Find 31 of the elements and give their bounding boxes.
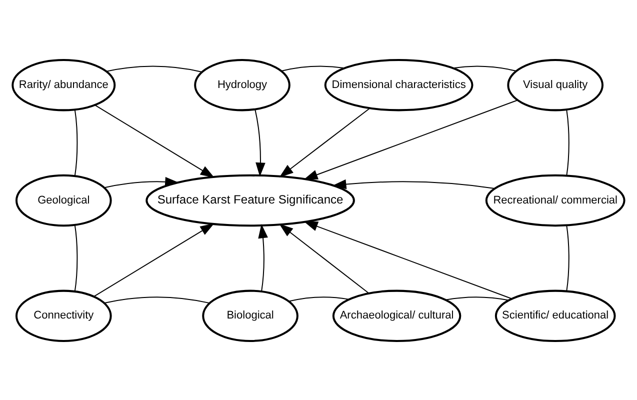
node-ellipse: Geological: [15, 174, 112, 226]
connector: [566, 224, 570, 291]
arrow: [94, 222, 214, 296]
connector: [288, 296, 349, 302]
connector: [566, 109, 570, 176]
arrow: [94, 104, 214, 178]
node-ellipse: Connectivity: [15, 289, 112, 342]
arrow: [304, 220, 512, 299]
connector: [446, 296, 509, 300]
connector: [452, 65, 516, 71]
node-ellipse: Rarity/ abundance: [12, 58, 116, 111]
connector: [74, 224, 78, 291]
node-ellipse: Visual quality: [507, 58, 604, 111]
connector: [106, 65, 202, 72]
arrow: [279, 223, 370, 294]
arrow: [332, 178, 495, 189]
node-ellipse: Scientific/ educational: [494, 289, 616, 342]
arrow: [104, 176, 180, 188]
node-ellipse: Dimensional characteristics: [324, 58, 474, 111]
connector: [281, 65, 345, 71]
connector: [104, 296, 210, 304]
node-ellipse: Surface Karst Feature Significance: [146, 174, 355, 226]
node-ellipse: Hydrology: [194, 58, 290, 111]
arrow: [258, 224, 268, 291]
arrow: [254, 108, 266, 176]
node-ellipse: Archaeological/ cultural: [332, 289, 462, 342]
connector: [74, 109, 78, 176]
arrow: [304, 99, 518, 180]
node-ellipse: Recreational/ commercial: [485, 174, 626, 226]
arrow: [279, 107, 370, 177]
node-ellipse: Biological: [202, 289, 298, 342]
